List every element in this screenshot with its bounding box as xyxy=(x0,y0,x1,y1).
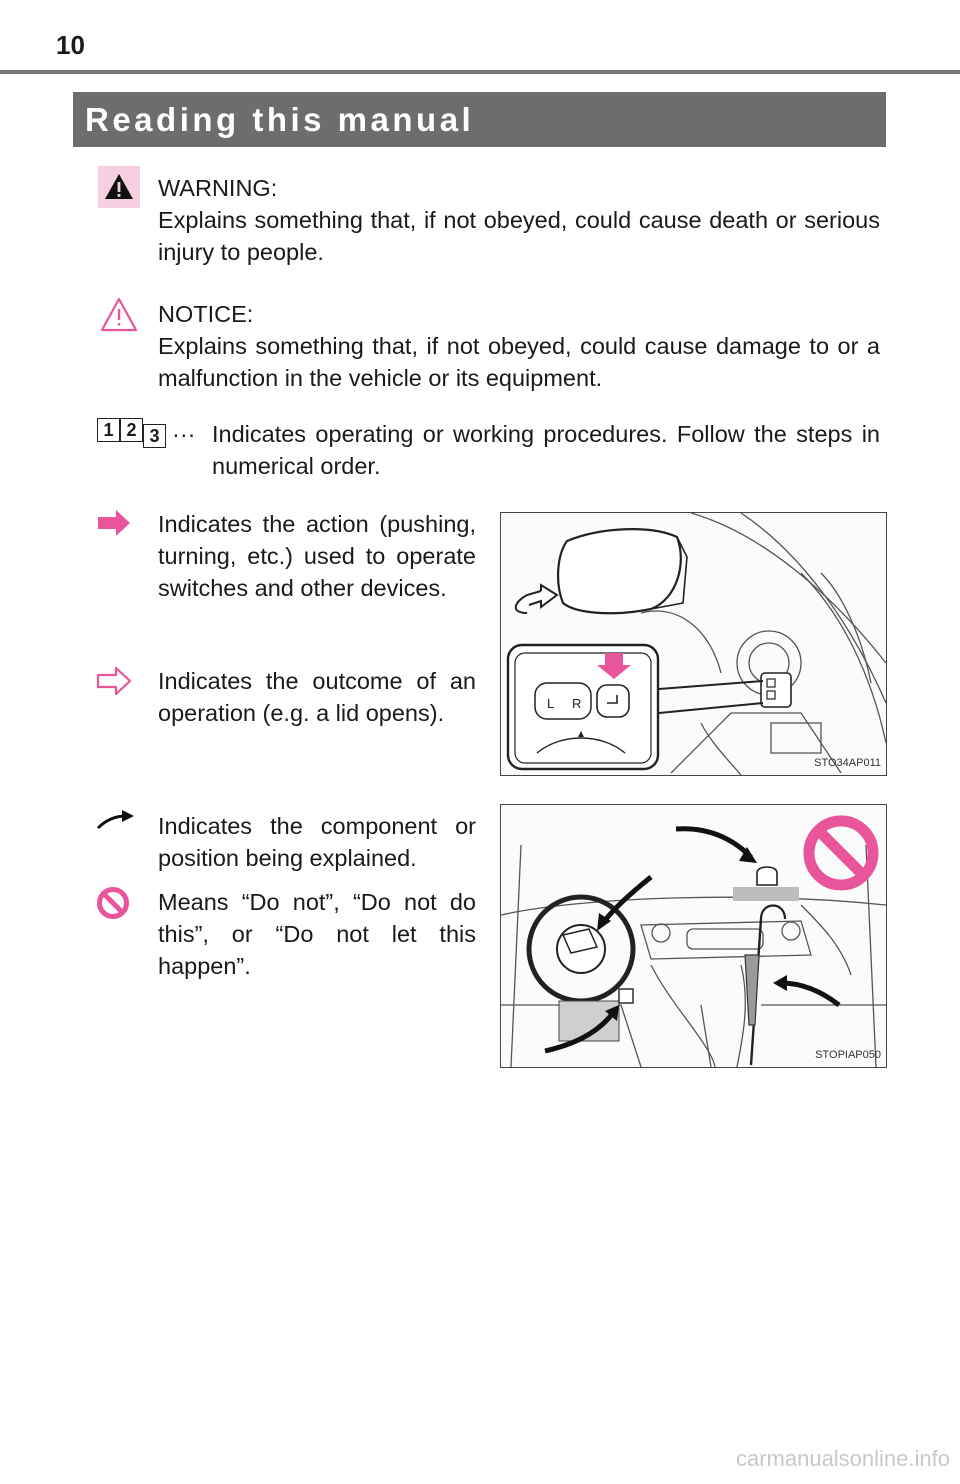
warning-label: WARNING: xyxy=(158,175,278,201)
step-number-3: 3 xyxy=(143,424,166,448)
mirror-switch-right-label: R xyxy=(572,696,581,711)
steps-ellipsis: ··· xyxy=(172,421,196,447)
mirror-switch-illustration: L R STO34AP011 xyxy=(500,512,887,776)
step-number-2: 2 xyxy=(120,418,143,442)
notice-label: NOTICE: xyxy=(158,301,254,327)
dashboard-illustration: STOPIAP050 xyxy=(500,804,887,1068)
watermark: carmanualsonline.info xyxy=(735,1446,950,1471)
warning-triangle-icon xyxy=(98,166,140,208)
prohibited-icon xyxy=(97,887,129,919)
figure-code: STOPIAP050 xyxy=(815,1049,881,1061)
page-number: 10 xyxy=(56,30,85,60)
step-number-1: 1 xyxy=(97,418,120,442)
header-rule xyxy=(0,70,960,74)
do-not-text: Means “Do not”, “Do not do this”, or “Do… xyxy=(158,889,476,979)
notice-text: Explains something that, if not obeyed, … xyxy=(158,333,880,391)
mirror-switch-left-label: L xyxy=(547,696,554,711)
outcome-text: Indicates the outcome of an operation (e… xyxy=(158,668,476,726)
component-text: Indicates the component or position bein… xyxy=(158,813,476,871)
steps-text: Indicates operating or working procedure… xyxy=(212,421,880,479)
warning-text: Explains something that, if not obeyed, … xyxy=(158,207,880,265)
notice-triangle-icon xyxy=(100,297,138,332)
component-pointer-icon xyxy=(96,810,134,830)
figure-code: STO34AP011 xyxy=(814,757,881,769)
action-arrow-icon xyxy=(98,510,130,536)
section-title: Reading this manual xyxy=(85,100,475,138)
section-title-bar: Reading this manual xyxy=(73,92,886,147)
action-text: Indicates the action (pushing, turning, … xyxy=(158,511,476,601)
outcome-arrow-icon xyxy=(96,666,132,696)
